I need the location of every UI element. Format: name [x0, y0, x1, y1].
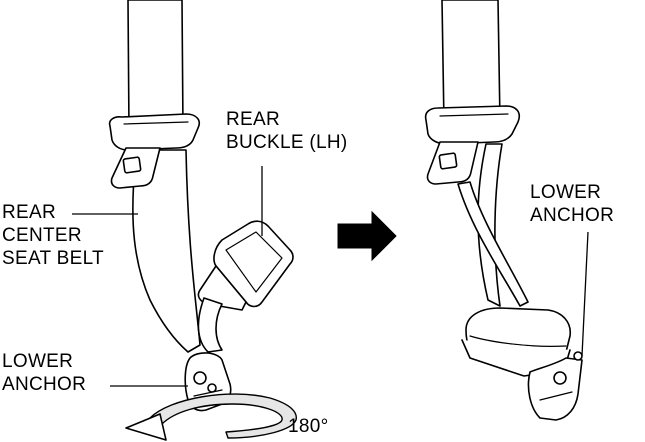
label-line: LOWER	[530, 182, 602, 203]
label-line: BUCKLE (LH)	[226, 132, 348, 153]
label-line: ANCHOR	[2, 374, 87, 395]
after-figure	[424, 0, 583, 421]
upper-webbing	[127, 0, 184, 133]
label-rear-buckle: REAR BUCKLE (LH)	[226, 108, 348, 154]
label-rotation-degrees: 180°	[288, 416, 329, 437]
lower-anchor-right	[527, 351, 583, 421]
leader-anchor-right	[581, 231, 589, 357]
label-lower-anchor-left: LOWER ANCHOR	[2, 350, 86, 396]
center-seat-belt-webbing	[132, 149, 201, 353]
label-line: SEAT BELT	[2, 248, 104, 269]
label-rear-center-seat-belt: REAR CENTER SEAT BELT	[2, 201, 104, 270]
label-line: REAR	[2, 202, 56, 223]
belt-guide-tongue	[108, 113, 201, 189]
label-line: REAR	[226, 109, 280, 130]
twisted-webbing	[477, 143, 503, 307]
upper-webbing-right	[441, 0, 501, 125]
belt-guide-tongue-right	[424, 105, 521, 185]
arrow-right-icon	[337, 210, 397, 262]
label-line: CENTER	[2, 225, 82, 246]
label-line: ANCHOR	[530, 205, 615, 226]
label-lower-anchor-right: LOWER ANCHOR	[530, 181, 614, 227]
rotate-arrow-icon	[125, 393, 297, 441]
rear-buckle	[197, 220, 294, 353]
label-line: LOWER	[2, 351, 74, 372]
before-figure	[108, 0, 297, 441]
